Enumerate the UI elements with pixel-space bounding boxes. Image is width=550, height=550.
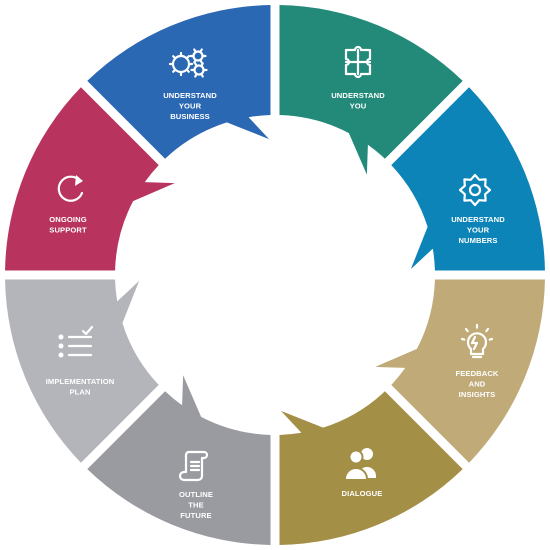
gears-icon xyxy=(168,48,208,78)
ongoing-support-shape xyxy=(5,87,175,271)
outline-the-future-shape xyxy=(87,375,271,545)
people-icon xyxy=(344,448,376,481)
puzzle-icon xyxy=(344,45,372,79)
scroll-icon xyxy=(178,450,209,482)
dialogue-label: DIALOGUE xyxy=(342,489,383,498)
gear-icon xyxy=(458,173,492,207)
feedback-and-insights-shape xyxy=(375,279,545,463)
refresh-icon xyxy=(57,175,84,202)
understand-your-business-shape xyxy=(87,5,271,159)
lightbulb-icon xyxy=(460,323,494,359)
implementation-plan-shape xyxy=(5,279,159,463)
understand-you-shape xyxy=(279,5,463,175)
checklist-icon xyxy=(58,325,94,358)
segment-dialogue: DIALOGUE xyxy=(279,391,463,545)
